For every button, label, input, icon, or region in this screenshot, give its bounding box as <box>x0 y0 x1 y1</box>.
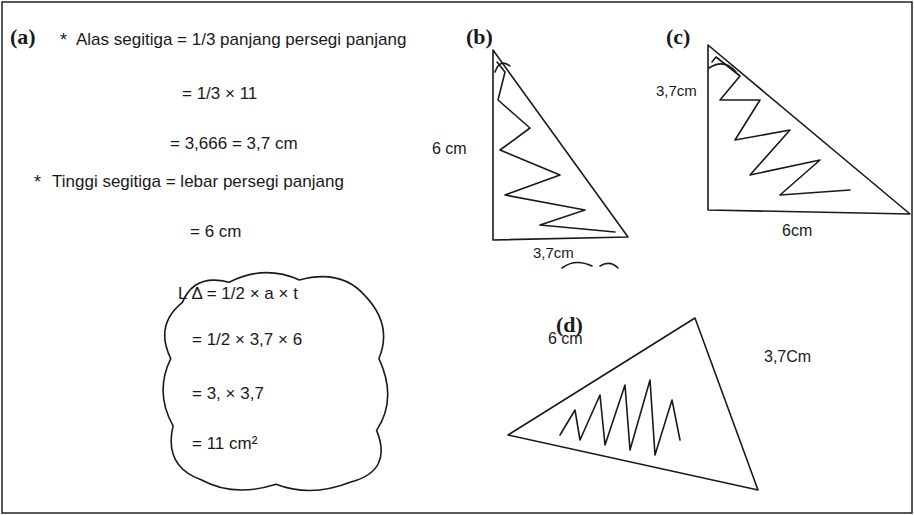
triangle-b <box>493 50 628 240</box>
panel-letter: (a) <box>10 24 36 49</box>
area-working: = 11 cm² <box>192 434 257 454</box>
triangle-d <box>508 318 758 490</box>
dimension-label: 3,7cm <box>533 244 574 261</box>
angle-mark-b <box>495 63 510 72</box>
panel-letter: (c) <box>666 24 690 49</box>
dimension-label: 3,7cm <box>656 82 697 99</box>
angle-mark-c <box>709 64 736 72</box>
dimension-label: 6cm <box>782 222 812 240</box>
bullet-mark: * <box>34 172 41 193</box>
area-working: = 3, × 3,7 <box>192 384 264 404</box>
bullet-mark: * <box>60 30 67 51</box>
area-working: L Δ = 1/2 × a × t <box>178 284 298 304</box>
area-working: = 1/2 × 3,7 × 6 <box>192 330 302 350</box>
working-line: Alas segitiga = 1/3 panjang persegi panj… <box>76 30 406 50</box>
panel-letter: (b) <box>466 24 493 49</box>
triangle-c <box>708 45 910 214</box>
working-line: = 1/3 × 11 <box>182 84 257 104</box>
working-line: Tinggi segitiga = lebar persegi panjang <box>52 172 344 192</box>
dimension-label: 6 cm <box>548 330 583 348</box>
stray-mark <box>562 262 618 268</box>
shading-c <box>712 57 850 195</box>
working-line: = 6 cm <box>190 222 242 242</box>
working-line: = 3,666 = 3,7 cm <box>170 134 298 154</box>
dimension-label: 3,7Cm <box>764 348 811 366</box>
cloud-bubble: L Δ = 1/2 × a × t = 1/2 × 3,7 × 6 = 3, × 3… <box>152 262 400 500</box>
shading-d <box>560 380 680 455</box>
dimension-label: 6 cm <box>432 140 467 158</box>
shading-b <box>497 62 615 232</box>
